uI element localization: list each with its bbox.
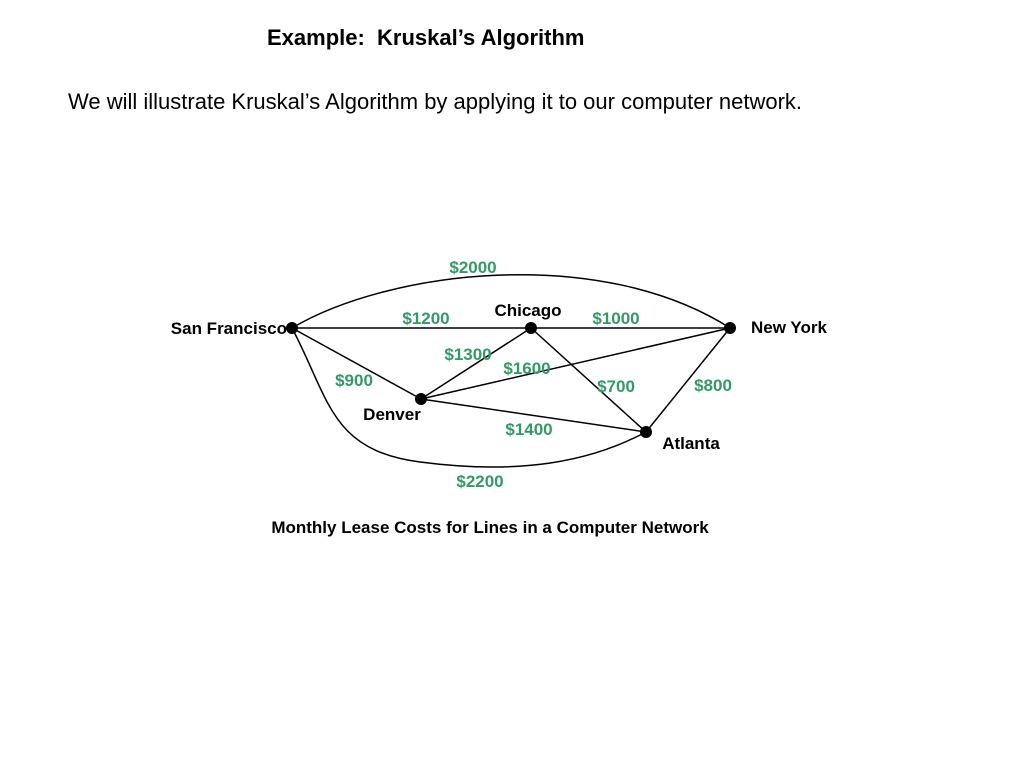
node-den xyxy=(415,393,427,405)
node-label-chi: Chicago xyxy=(494,301,561,320)
edge-sf-den xyxy=(291,327,422,400)
edge-cost-label-den-atl: $1400 xyxy=(505,420,552,439)
edge-cost-label-ny-atl: $800 xyxy=(694,376,732,395)
node-label-ny: New York xyxy=(751,318,827,337)
edge-den-atl xyxy=(420,398,647,433)
edge-cost-labels: $2000 $1200 $1000 $900 $1300 $1600 $700 $800 $14… xyxy=(335,258,732,491)
edge-cost-label-sf-den: $900 xyxy=(335,371,373,390)
edge-den-ny xyxy=(420,327,731,400)
edge-chi-atl xyxy=(530,327,647,433)
node-label-sf: San Francisco xyxy=(171,319,287,338)
node-label-atl: Atlanta xyxy=(662,434,720,453)
edge-cost-label-chi-atl: $700 xyxy=(597,377,635,396)
edge-cost-label-den-ny: $1600 xyxy=(503,359,550,378)
edge-cost-label-sf-ny: $2000 xyxy=(449,258,496,277)
node-sf xyxy=(286,322,298,334)
edge-sf-atl xyxy=(291,327,647,468)
node-atl xyxy=(640,426,652,438)
edge-cost-label-sf-atl: $2200 xyxy=(456,472,503,491)
nodes xyxy=(286,322,736,438)
node-label-den: Denver xyxy=(363,405,421,424)
edge-sf-ny xyxy=(291,273,731,329)
edge-den-chi xyxy=(420,327,532,400)
edge-cost-label-sf-chi: $1200 xyxy=(402,309,449,328)
edge-cost-label-chi-ny: $1000 xyxy=(592,309,639,328)
slide-title: Example: Kruskal’s Algorithm xyxy=(267,25,585,50)
edges xyxy=(291,273,731,468)
edge-ny-atl xyxy=(645,327,731,433)
node-chi xyxy=(525,322,537,334)
node-ny xyxy=(724,322,736,334)
edge-cost-label-den-chi: $1300 xyxy=(444,345,491,364)
slide-intro: We will illustrate Kruskal’s Algorithm b… xyxy=(68,89,803,114)
diagram-caption: Monthly Lease Costs for Lines in a Compu… xyxy=(271,518,709,537)
